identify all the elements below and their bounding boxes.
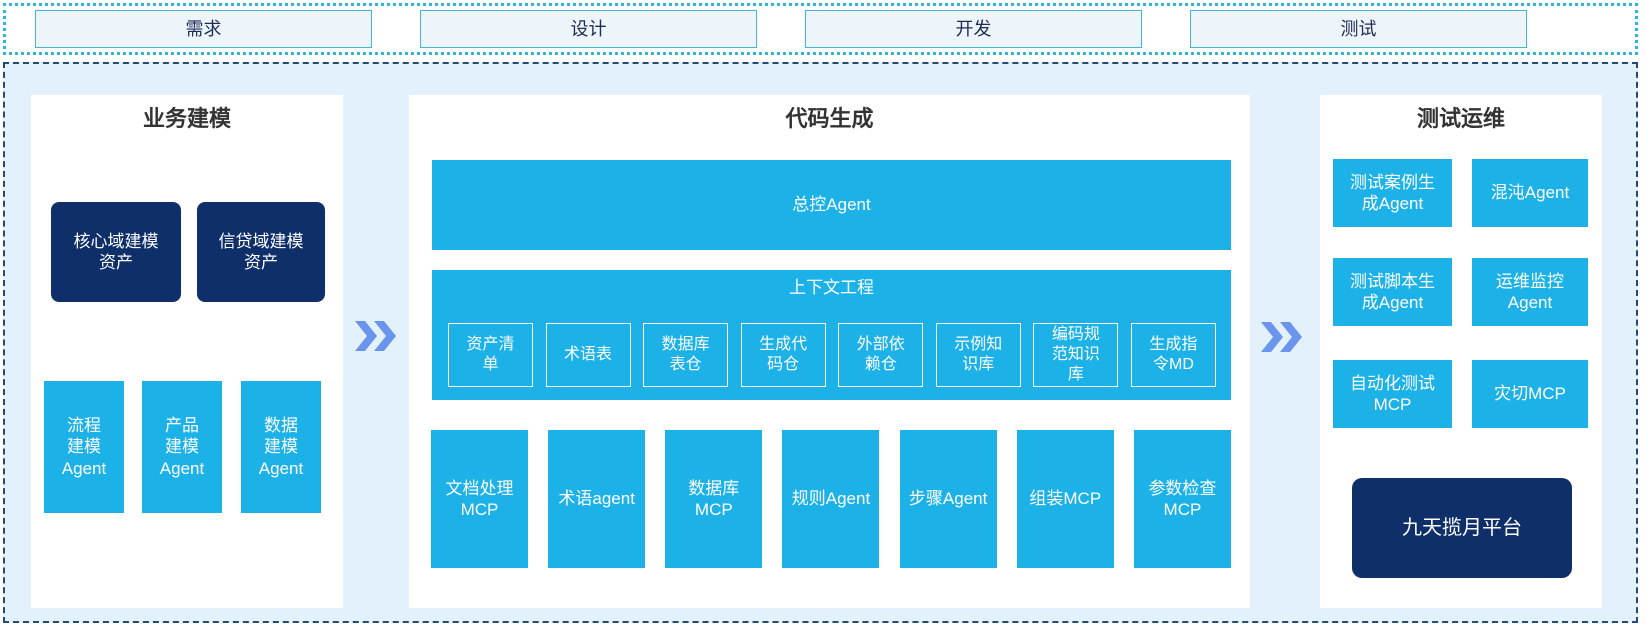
phase-box-design: 设计 [420,10,757,48]
node-test-case-gen-agent: 测试案例生 成Agent [1333,159,1452,227]
phase-box-testing: 测试 [1190,10,1527,48]
panel-title: 代码生成 [785,106,874,131]
node-label: 核心域建模 资产 [73,231,159,272]
ctx-item-asset-list: 资产清 单 [448,323,533,387]
panel-title: 测试运维 [1416,106,1505,131]
ctx-item-coding-standards-kb: 编码规 范知识 库 [1033,323,1119,387]
node-label: 规则Agent [791,489,871,509]
node-disaster-switch-mcp: 灾切MCP [1472,360,1588,428]
tool-database-mcp: 数据库 MCP [665,430,763,568]
node-label: 组装MCP [1029,489,1102,509]
phase-strip: 需求 设计 开发 测试 [3,3,1638,55]
tool-param-check-mcp: 参数检查 MCP [1133,430,1231,568]
node-auto-test-mcp: 自动化测试 MCP [1333,360,1452,428]
phase-label: 需求 [185,18,222,39]
node-label: 数据库 表仓 [661,336,710,373]
panel-test-ops: 测试运维 测试案例生 成Agent 混沌Agent 测试脚本生 成Agent 运… [1320,95,1602,608]
main-area: 业务建模 核心域建模 资产 信贷域建模 资产 流程 建模 Agent 产品 建模… [3,62,1638,623]
phase-label: 开发 [955,18,992,39]
ctx-item-codegen-repo: 生成代 码仓 [740,323,826,387]
node-label: 总控Agent [792,195,871,215]
master-agent-bar: 总控Agent [432,160,1231,250]
node-label: 术语表 [564,346,613,363]
node-label: 术语agent [558,489,635,509]
node-label: 参数检查 MCP [1148,478,1217,519]
flow-arrow-icon [1261,322,1302,352]
phase-label: 测试 [1340,18,1377,39]
node-label: 产品 建模 Agent [159,416,205,478]
node-label: 步骤Agent [908,489,988,509]
node-label: 运维监控 Agent [1496,271,1564,312]
node-credit-domain-assets: 信贷域建模 资产 [197,202,325,302]
ctx-item-db-table-repo: 数据库 表仓 [643,323,729,387]
tool-assembly-mcp: 组装MCP [1016,430,1114,568]
node-test-script-gen-agent: 测试脚本生 成Agent [1333,258,1452,326]
tool-step-agent: 步骤Agent [899,430,997,568]
node-label: 混沌Agent [1490,183,1570,203]
node-label: 测试脚本生 成Agent [1350,271,1435,312]
phase-box-development: 开发 [805,10,1142,48]
panel-business-modeling: 业务建模 核心域建模 资产 信贷域建模 资产 流程 建模 Agent 产品 建模… [31,95,343,608]
tool-glossary-agent: 术语agent [548,430,646,568]
section-title: 上下文工程 [789,278,874,297]
node-label: 测试案例生 成Agent [1350,172,1435,213]
context-engineering-section: 上下文工程 资产清 单 术语表 数据库 表仓 生成代 码仓 外部 [432,270,1231,400]
panel-code-generation: 代码生成 总控Agent 上下文工程 资产清 单 术语表 数据库 表仓 [409,95,1250,608]
node-product-modeling-agent: 产品 建模 Agent [142,381,222,513]
flow-arrow-icon [355,321,396,351]
context-items-row: 资产清 单 术语表 数据库 表仓 生成代 码仓 外部依 赖仓 [448,323,1216,387]
node-label: 编码规 范知识 库 [1051,326,1100,383]
node-label: 信贷域建模 资产 [218,231,304,272]
node-ops-monitor-agent: 运维监控 Agent [1472,258,1588,326]
node-label: 示例知 识库 [954,336,1003,373]
node-label: 资产清 单 [466,336,515,373]
node-label: 生成代 码仓 [759,336,808,373]
ctx-item-gen-instruction-md: 生成指 令MD [1130,323,1216,387]
ctx-item-example-kb: 示例知 识库 [935,323,1021,387]
node-core-domain-assets: 核心域建模 资产 [51,202,181,302]
phase-label: 设计 [570,18,607,39]
node-label: 数据库 MCP [688,478,740,519]
node-label: 文档处理 MCP [445,478,514,519]
node-label: 自动化测试 MCP [1350,373,1435,414]
node-label: 流程 建模 Agent [61,416,107,478]
ctx-item-glossary: 术语表 [545,323,631,387]
panel-title: 业务建模 [142,106,231,131]
phase-box-requirements: 需求 [35,10,372,48]
node-label: 九天揽月平台 [1402,516,1522,539]
node-label: 外部依 赖仓 [856,336,905,373]
node-jiutian-platform: 九天揽月平台 [1352,478,1572,578]
node-process-modeling-agent: 流程 建模 Agent [44,381,124,513]
tool-rule-agent: 规则Agent [782,430,880,568]
node-chaos-agent: 混沌Agent [1472,159,1588,227]
node-label: 灾切MCP [1494,384,1566,404]
tool-doc-processing-mcp: 文档处理 MCP [431,430,528,568]
node-data-modeling-agent: 数据 建模 Agent [241,381,321,513]
tools-row: 文档处理 MCP 术语agent 数据库 MCP 规则Agent 步骤Agent… [431,430,1231,568]
ctx-item-external-deps-repo: 外部依 赖仓 [838,323,924,387]
node-label: 生成指 令MD [1149,336,1198,373]
node-label: 数据 建模 Agent [258,416,304,478]
